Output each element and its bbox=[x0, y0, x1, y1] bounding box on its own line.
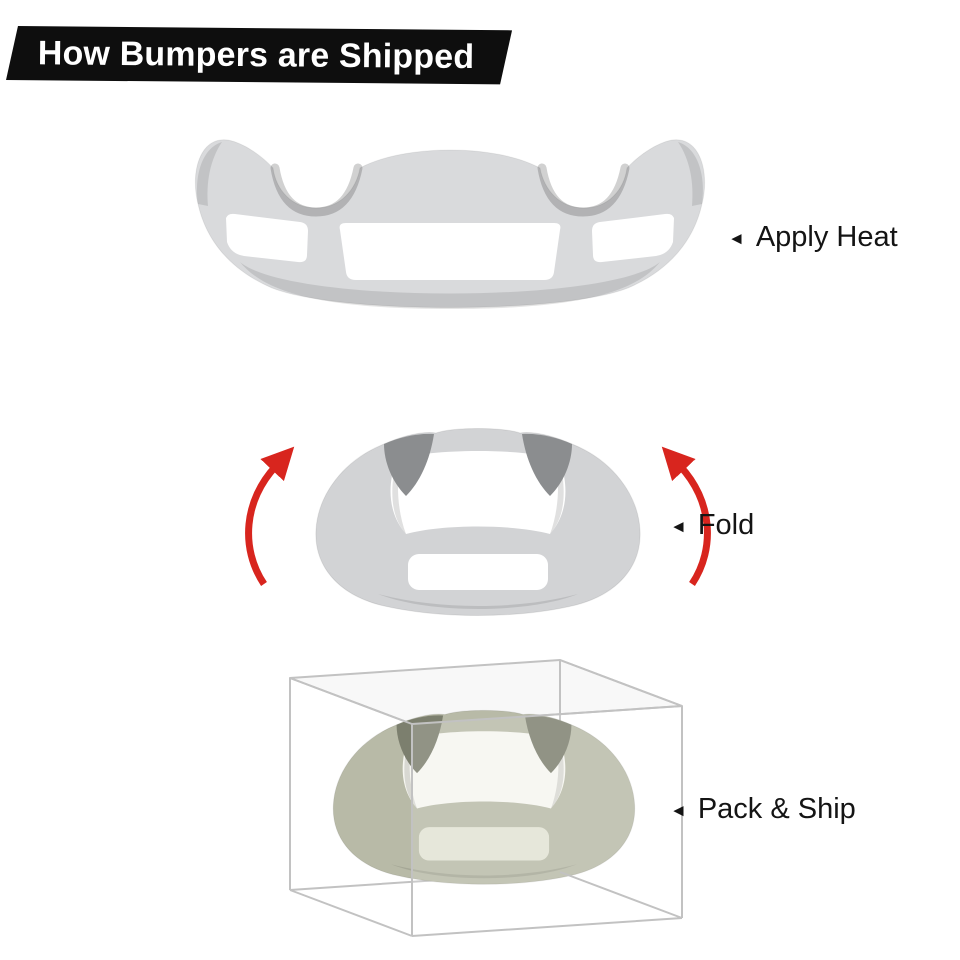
grille-opening bbox=[339, 223, 561, 280]
bumper-bottom-shade bbox=[240, 262, 660, 309]
bumper-front-illustration bbox=[194, 139, 706, 309]
folded-bumper-shape bbox=[315, 428, 641, 616]
packed-bottom-shade bbox=[391, 864, 577, 879]
bumper-folded-illustration bbox=[245, 428, 711, 616]
step-label-text-pack-ship: Pack & Ship bbox=[697, 792, 856, 825]
page-title: How Bumpers are Shipped bbox=[37, 33, 475, 76]
bumper-left-corner-shade bbox=[197, 142, 222, 206]
folded-bumper-opening bbox=[390, 451, 566, 534]
title-banner: How Bumpers are Shipped bbox=[6, 26, 513, 85]
step-label-apply-heat: ◄ Apply Heat bbox=[728, 217, 898, 257]
folded-end-right bbox=[522, 433, 572, 496]
step-label-fold: ◄ Fold bbox=[670, 505, 754, 545]
side-vent-left bbox=[226, 213, 308, 263]
headlight-arch-left bbox=[270, 163, 363, 217]
shipping-box-front bbox=[289, 659, 683, 937]
packed-grille-slot bbox=[418, 827, 550, 861]
left-pointer-icon: ◄ bbox=[670, 800, 687, 820]
step-label-text-fold: Fold bbox=[697, 508, 755, 541]
grille-slot bbox=[408, 554, 548, 590]
folded-bottom-shade bbox=[378, 594, 578, 609]
headlight-arch-right bbox=[537, 163, 630, 217]
packed-bumper-opening bbox=[402, 731, 566, 809]
left-pointer-icon: ◄ bbox=[728, 228, 745, 248]
packed-end-left bbox=[396, 715, 444, 774]
fold-arrow-left-icon bbox=[245, 446, 295, 586]
packed-end-right bbox=[524, 715, 572, 774]
folded-end-left bbox=[384, 433, 434, 496]
fold-arrow-right-icon bbox=[661, 446, 711, 586]
bumper-right-corner-shade bbox=[678, 142, 703, 206]
left-pointer-icon: ◄ bbox=[670, 516, 687, 536]
step-label-text-apply-heat: Apply Heat bbox=[755, 220, 898, 253]
packed-bumper-illustration bbox=[289, 659, 683, 937]
packed-bumper-shape bbox=[332, 709, 636, 885]
side-vent-right bbox=[592, 213, 674, 263]
step-label-pack-ship: ◄ Pack & Ship bbox=[670, 789, 856, 829]
